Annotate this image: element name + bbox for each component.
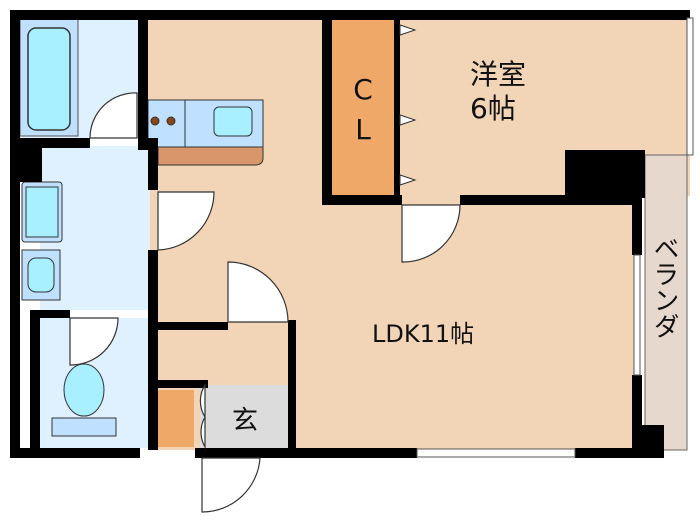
- toilet-tank: [51, 417, 117, 437]
- washing-machine-inner: [25, 186, 59, 238]
- doors: [69, 92, 461, 513]
- closet-label-l: L: [355, 113, 371, 146]
- closet-label: C L: [348, 70, 378, 150]
- veranda-window: [633, 254, 641, 376]
- entrance-label: 玄: [232, 406, 259, 436]
- shoe-box: [158, 390, 194, 447]
- kitchen-bar-counter: [157, 146, 264, 166]
- stove-burner: [150, 116, 160, 126]
- kitchen-sink: [213, 106, 253, 137]
- closet-floor: [332, 18, 394, 196]
- sink-basin: [27, 257, 55, 293]
- storage-floor: [158, 330, 288, 385]
- western-room-size: 6帖: [470, 92, 516, 125]
- closet-doors: [399, 24, 417, 186]
- veranda-label: ベランダ: [649, 235, 679, 339]
- veranda-floor: [644, 154, 688, 451]
- closet-label-c: C: [353, 73, 373, 106]
- bathtub: [27, 27, 71, 131]
- ldk-label: LDK11帖: [372, 320, 475, 348]
- toilet-bowl: [63, 363, 105, 417]
- bottom-window: [416, 448, 576, 458]
- western-room-name: 洋室: [470, 58, 527, 91]
- western-room-label: 洋室 6帖: [470, 58, 526, 126]
- walls: [10, 10, 690, 458]
- stove-burner: [166, 116, 176, 126]
- western-room-window: [686, 17, 694, 156]
- entrance-floor: [200, 385, 290, 448]
